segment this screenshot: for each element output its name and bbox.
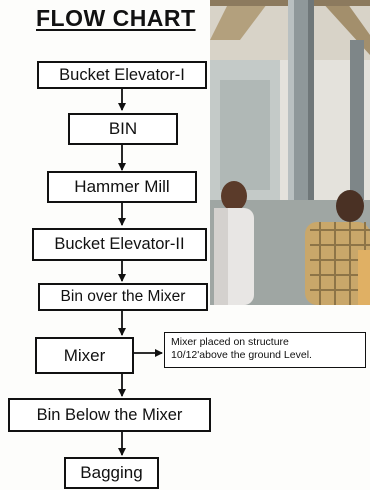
machinery-photo (210, 0, 370, 305)
step-bucket-elevator-2: Bucket Elevator-II (32, 228, 207, 261)
step-label: Mixer (63, 345, 106, 365)
step-label: BIN (108, 119, 138, 138)
step-label: Hammer Mill (74, 177, 170, 196)
step-label: Bagging (80, 463, 143, 482)
step-bin-below-mixer: Bin Below the Mixer (8, 398, 211, 432)
step-hammer-mill: Hammer Mill (47, 171, 197, 203)
step-label: Bin Below the Mixer (36, 405, 183, 424)
step-label: Bucket Elevator-I (59, 65, 185, 84)
diagram-title: FLOW CHART (36, 5, 196, 31)
step-bin: BIN (68, 113, 178, 145)
step-bin-over-mixer: Bin over the Mixer (38, 283, 208, 311)
step-bucket-elevator-1: Bucket Elevator-I (37, 61, 207, 89)
step-bagging: Bagging (64, 457, 159, 489)
step-label: Bucket Elevator-II (54, 235, 185, 253)
mixer-note: Mixer placed on structure 10/12'above th… (164, 332, 366, 368)
step-mixer: Mixer (35, 337, 134, 374)
step-label: Bin over the Mixer (60, 288, 186, 305)
note-line-2: 10/12'above the ground Level. (171, 349, 312, 361)
note-line-1: Mixer placed on structure (171, 336, 289, 348)
